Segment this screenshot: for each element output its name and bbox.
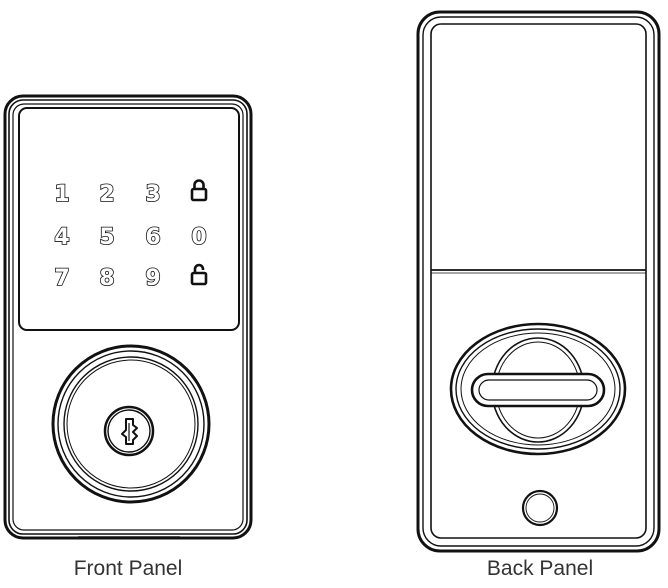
back-panel-caption: Back Panel: [486, 557, 594, 580]
back-panel-face: [430, 23, 647, 539]
key-cylinder-collar: [51, 344, 211, 504]
front-panel-inner-frame: [8, 99, 248, 535]
keypad-key-4: 4: [54, 225, 69, 250]
keypad-key-6: 6: [145, 225, 160, 250]
front-panel-outer-frame: [3, 94, 253, 540]
keypad-key-3: 3: [145, 182, 160, 207]
back-panel-inner-frame: [422, 16, 655, 547]
front-panel-caption: Front Panel: [73, 557, 183, 580]
back-panel: [416, 10, 661, 553]
keypad-screen: [18, 107, 240, 331]
round-button-icon: [521, 489, 559, 527]
keypad-key-0: 0: [191, 225, 206, 250]
keypad: 1 2 3 4 5 6 0 7 8 9: [54, 179, 208, 292]
keypad-key-7: 7: [54, 266, 69, 291]
keypad-key-8: 8: [99, 266, 114, 291]
back-panel-outer-frame: [416, 10, 661, 553]
front-panel-bezel: [12, 103, 244, 531]
keypad-key-2: 2: [99, 182, 114, 207]
unlocked-padlock-icon: [190, 263, 208, 286]
locked-padlock-icon: [190, 179, 208, 202]
keypad-key-1: 1: [54, 182, 69, 207]
front-panel: [3, 94, 253, 540]
keypad-key-5: 5: [99, 225, 114, 250]
thumb-turn-icon: [449, 322, 627, 456]
key-cylinder-icon: [103, 405, 155, 457]
keypad-key-9: 9: [145, 266, 160, 291]
